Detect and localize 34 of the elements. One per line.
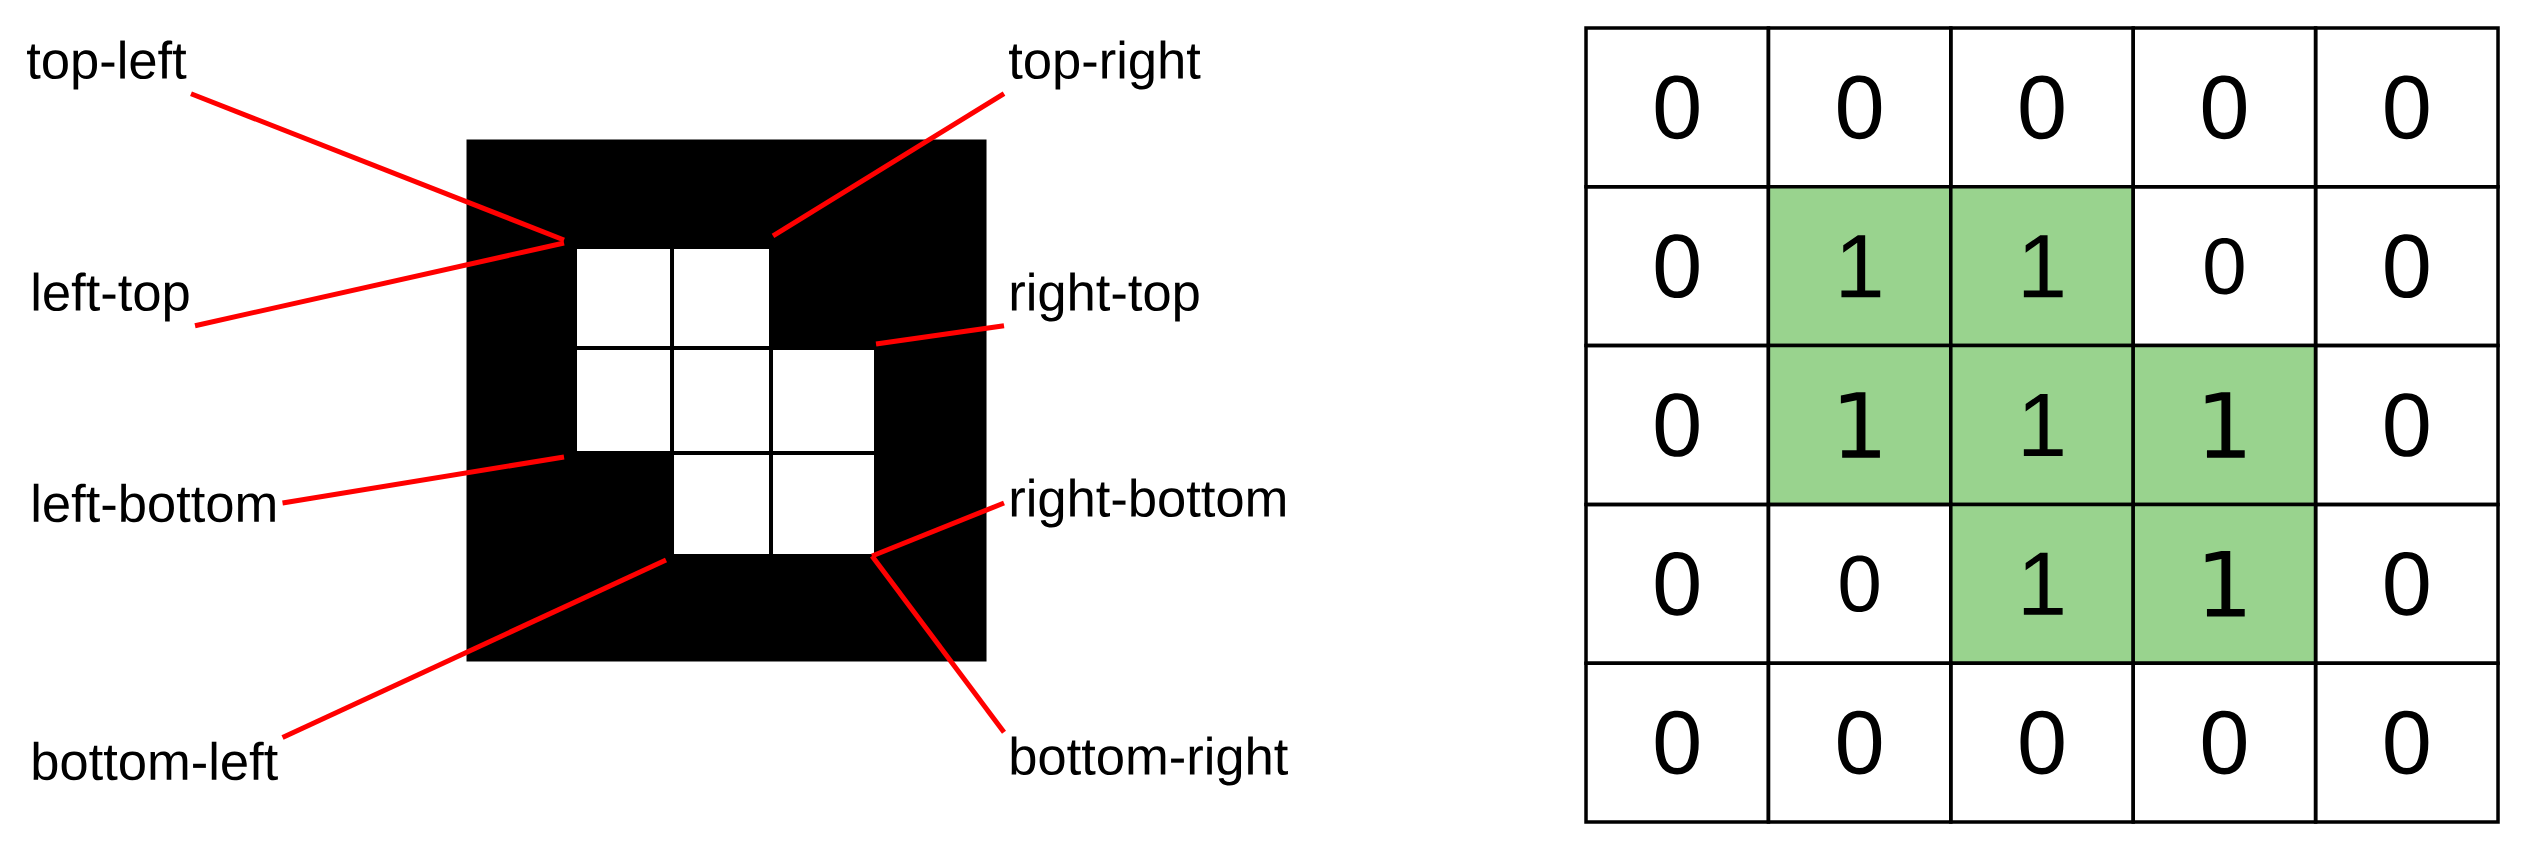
table-cell: 1 — [1949, 343, 2135, 507]
callout-label: right-top — [1011, 272, 1199, 322]
leader-line — [771, 91, 1006, 239]
table-cell: 0 — [1949, 661, 2135, 824]
table-cell: 0 — [2131, 661, 2318, 824]
table-cell: 0 — [2131, 26, 2318, 189]
table-cell: 1 — [1949, 502, 2135, 665]
table-cell: 1 — [1766, 185, 1953, 348]
table-cell: 0 — [2313, 26, 2500, 189]
callout-label: top-left — [27, 40, 187, 90]
table-cell: 0 — [1766, 661, 1953, 824]
table-cell: 0 — [2313, 343, 2500, 507]
table-cell: 0 — [1584, 26, 1771, 189]
table-cell: 0 — [2313, 502, 2500, 665]
callout-label: top-right — [1009, 40, 1201, 90]
table-cell: 1 — [2131, 502, 2318, 665]
leader-line — [281, 557, 668, 740]
table-cell: 1 — [1766, 343, 1953, 507]
table-cell: 1 — [2131, 343, 2318, 507]
table-cell: 1 — [1949, 185, 2135, 348]
table-cell: 0 — [2313, 185, 2500, 348]
callout-label: bottom-left — [33, 741, 278, 781]
leader-line — [282, 454, 565, 506]
binary-image-drawing — [466, 139, 987, 662]
callout-label: left-bottom — [33, 483, 275, 523]
table-cell: 0 — [2313, 661, 2500, 824]
table-cell: 0 — [1584, 502, 1771, 665]
leader-line — [190, 91, 565, 243]
leader-line — [870, 554, 1006, 734]
table-cell: 0 — [1584, 661, 1771, 824]
callout-label: left-top — [33, 272, 189, 322]
leader-line — [194, 240, 565, 329]
callout-label: right-bottom — [1011, 478, 1285, 528]
callout-label: bottom-right — [1011, 736, 1288, 786]
